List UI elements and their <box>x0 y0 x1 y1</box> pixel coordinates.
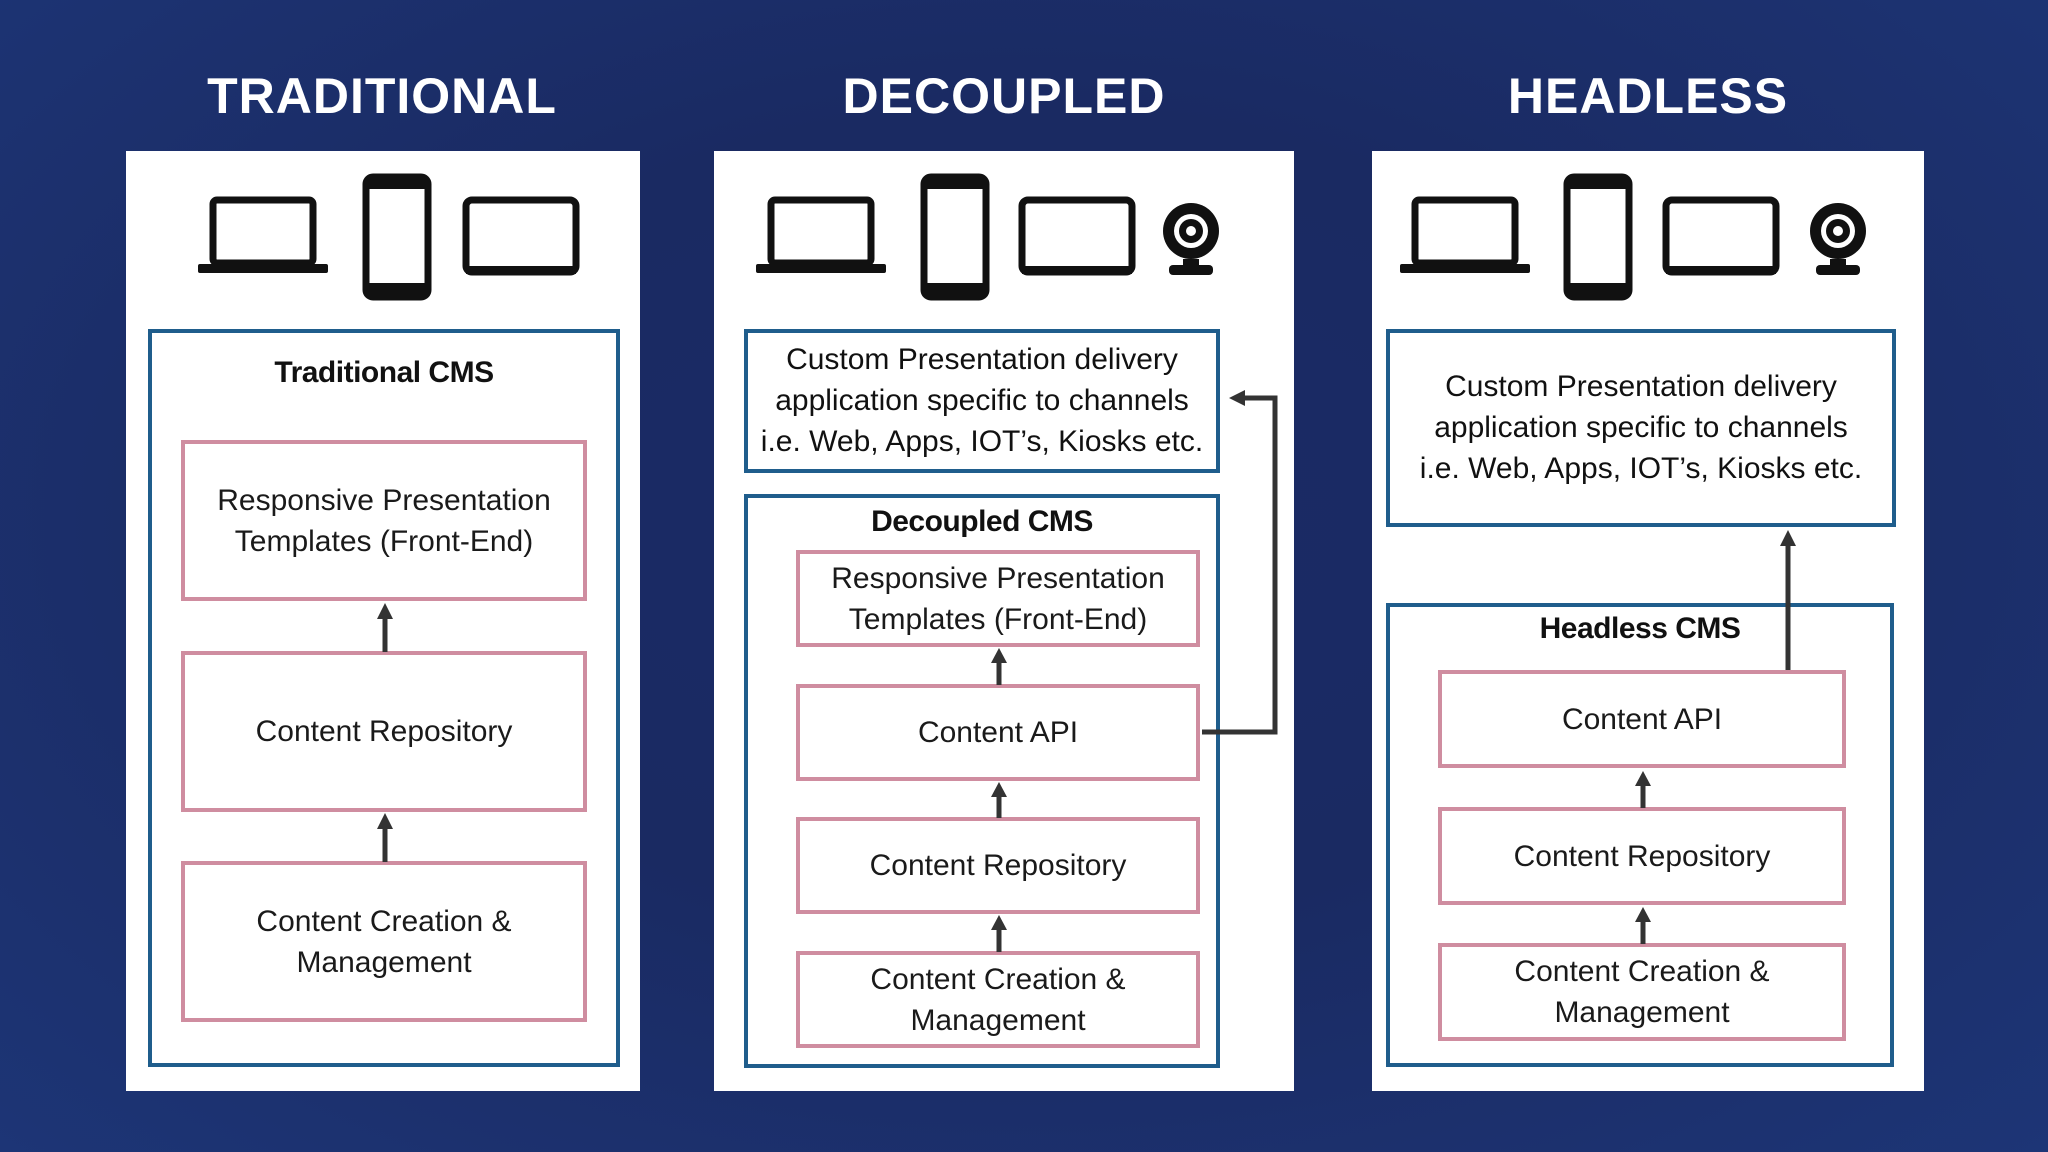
laptop-icon <box>756 196 886 273</box>
decoupled-content-repository: Content Repository <box>796 817 1200 914</box>
column-title-headless: HEADLESS <box>1507 68 1789 124</box>
phone-icon <box>362 173 432 301</box>
headless-panel: Custom Presentation delivery application… <box>1372 151 1924 1091</box>
headless-cms-label: Headless CMS <box>1539 612 1741 645</box>
tablet-icon <box>1662 196 1780 276</box>
phone-icon <box>920 173 990 301</box>
laptop-icon <box>1400 196 1530 273</box>
laptop-icon <box>198 196 328 273</box>
column-title-traditional: TRADITIONAL <box>207 68 557 124</box>
phone-icon <box>1563 173 1633 301</box>
tablet-icon <box>462 196 580 276</box>
decoupled-panel: Custom Presentation delivery application… <box>714 151 1294 1091</box>
decoupled-presentation-templates: Responsive Presentation Templates (Front… <box>796 550 1200 647</box>
column-title-decoupled: DECOUPLED <box>842 68 1166 124</box>
headless-content-api: Content API <box>1438 670 1846 768</box>
webcam-icon <box>1163 203 1219 275</box>
webcam-icon <box>1810 203 1866 275</box>
traditional-presentation-templates: Responsive Presentation Templates (Front… <box>181 440 587 601</box>
traditional-content-creation: Content Creation & Management <box>181 861 587 1022</box>
decoupled-cms-label: Decoupled CMS <box>871 505 1093 538</box>
traditional-arrows <box>377 603 393 862</box>
traditional-panel: Traditional CMS Responsive Presentation … <box>126 151 640 1091</box>
decoupled-arrows <box>991 390 1278 952</box>
decoupled-cms-frame <box>744 494 1220 1068</box>
headless-channel-app-box <box>1386 329 1896 527</box>
decoupled-channel-app-box <box>744 329 1220 473</box>
traditional-cms-frame <box>148 329 620 1067</box>
headless-cms-frame <box>1386 603 1894 1067</box>
traditional-cms-label: Traditional CMS <box>274 356 494 389</box>
headless-content-creation: Content Creation & Management <box>1438 943 1846 1041</box>
decoupled-content-creation: Content Creation & Management <box>796 951 1200 1048</box>
traditional-content-repository: Content Repository <box>181 651 587 812</box>
headless-content-repository: Content Repository <box>1438 807 1846 905</box>
decoupled-content-api: Content API <box>796 684 1200 781</box>
headless-arrows <box>1635 530 1796 944</box>
decoupled-channel-app-text: Custom Presentation delivery application… <box>760 343 1204 458</box>
headless-channel-app-text: Custom Presentation delivery application… <box>1419 370 1863 485</box>
tablet-icon <box>1018 196 1136 276</box>
